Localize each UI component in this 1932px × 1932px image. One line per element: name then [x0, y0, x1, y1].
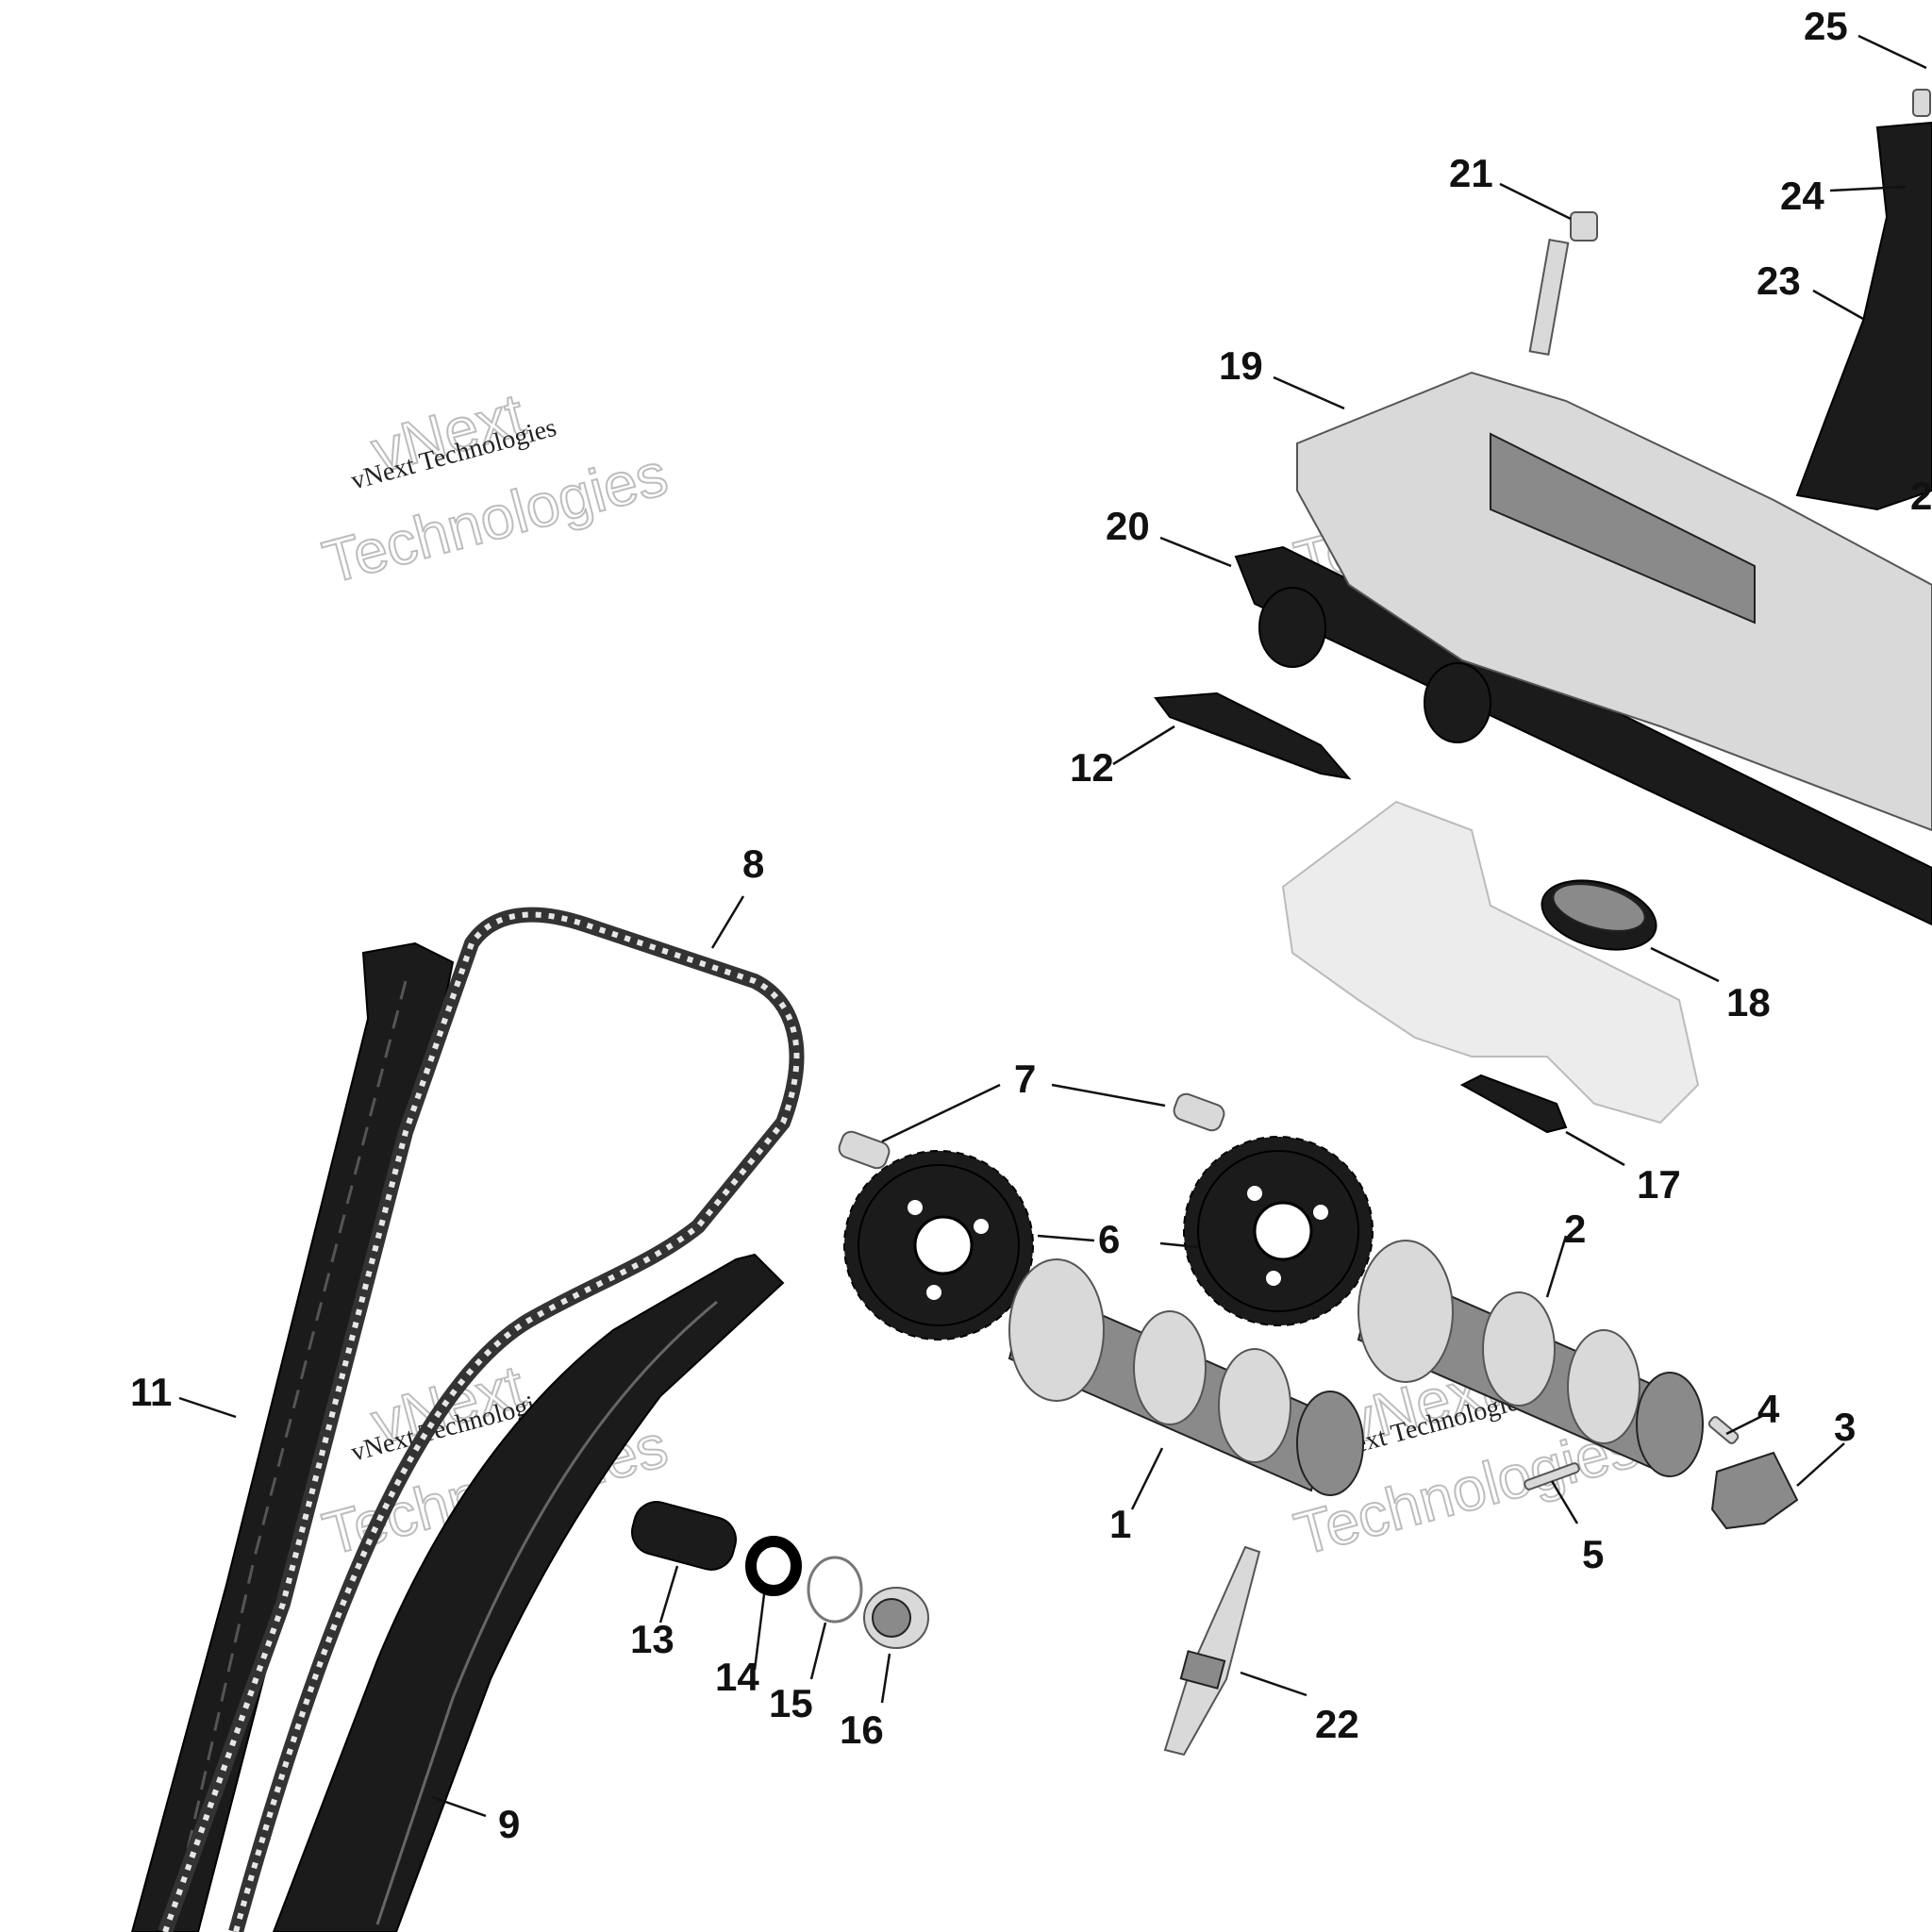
sprocket-bolt-right: [1173, 1092, 1225, 1132]
callout-16: 16: [840, 1707, 884, 1752]
cover-bolt-icon: [1528, 211, 1598, 356]
callout-8: 8: [742, 841, 764, 886]
o-ring-icon: [807, 1556, 863, 1624]
watermark-top-left: vNext vNext Technologies Technologies: [315, 379, 675, 597]
callout-labels: 1 2 3 4 5 6 7 8 9 11 12 13 14 15 16 17 1…: [130, 4, 1932, 1846]
plug-icon: [863, 1587, 929, 1649]
tensioner-guide-icon: [272, 1253, 785, 1932]
sprocket-icon: [843, 1150, 1034, 1341]
callout-22: 22: [1315, 1702, 1359, 1746]
callout-17: 17: [1637, 1162, 1681, 1207]
callout-15: 15: [769, 1681, 813, 1725]
bracket-icon: [1710, 1451, 1799, 1530]
spring-washer-icon: [745, 1536, 802, 1596]
shim-icon: [1459, 1074, 1568, 1134]
cam-carrier-icon: [1281, 800, 1700, 1124]
camshaft-icon: [1357, 1240, 1704, 1477]
pin-icon: [1707, 1416, 1740, 1444]
callout-19: 19: [1219, 343, 1263, 388]
callout-13: 13: [630, 1617, 675, 1661]
callout-24: 24: [1780, 174, 1824, 218]
camshaft-icon: [1008, 1258, 1364, 1496]
chain-guide-icon: [130, 941, 455, 1932]
callout-2-cropped: 2: [1910, 474, 1932, 518]
callout-18: 18: [1726, 980, 1771, 1024]
callout-7: 7: [1014, 1057, 1036, 1101]
pin-icon: [1524, 1462, 1580, 1491]
tensioner-plunger-icon: [631, 1501, 737, 1571]
sprocket-bolt-left: [838, 1130, 891, 1170]
callout-1: 1: [1109, 1502, 1131, 1546]
callout-11: 11: [130, 1370, 172, 1414]
seal-icon: [1541, 879, 1657, 951]
callout-25: 25: [1804, 4, 1848, 48]
callout-20: 20: [1106, 504, 1150, 548]
callout-4: 4: [1757, 1387, 1780, 1431]
callout-6: 6: [1098, 1217, 1120, 1261]
callout-14: 14: [715, 1655, 759, 1699]
shim-icon: [1154, 691, 1352, 780]
timing-chain-icon: [158, 907, 805, 1932]
leader-lines: [178, 34, 1927, 1818]
sprocket-icon: [1183, 1136, 1374, 1326]
valve-cover-gasket-icon: [1234, 545, 1932, 926]
callout-12: 12: [1070, 745, 1114, 790]
callout-5: 5: [1582, 1532, 1604, 1576]
valve-cover-icon: [1296, 371, 1932, 832]
connector-icon: [1912, 89, 1931, 117]
callout-2: 2: [1564, 1207, 1586, 1251]
callout-3: 3: [1834, 1405, 1856, 1449]
callout-23: 23: [1757, 258, 1801, 303]
spark-plug-icon: [1163, 1545, 1261, 1757]
callout-21: 21: [1449, 151, 1493, 195]
ignition-coil-icon: [1795, 121, 1932, 511]
callout-9: 9: [498, 1802, 520, 1846]
